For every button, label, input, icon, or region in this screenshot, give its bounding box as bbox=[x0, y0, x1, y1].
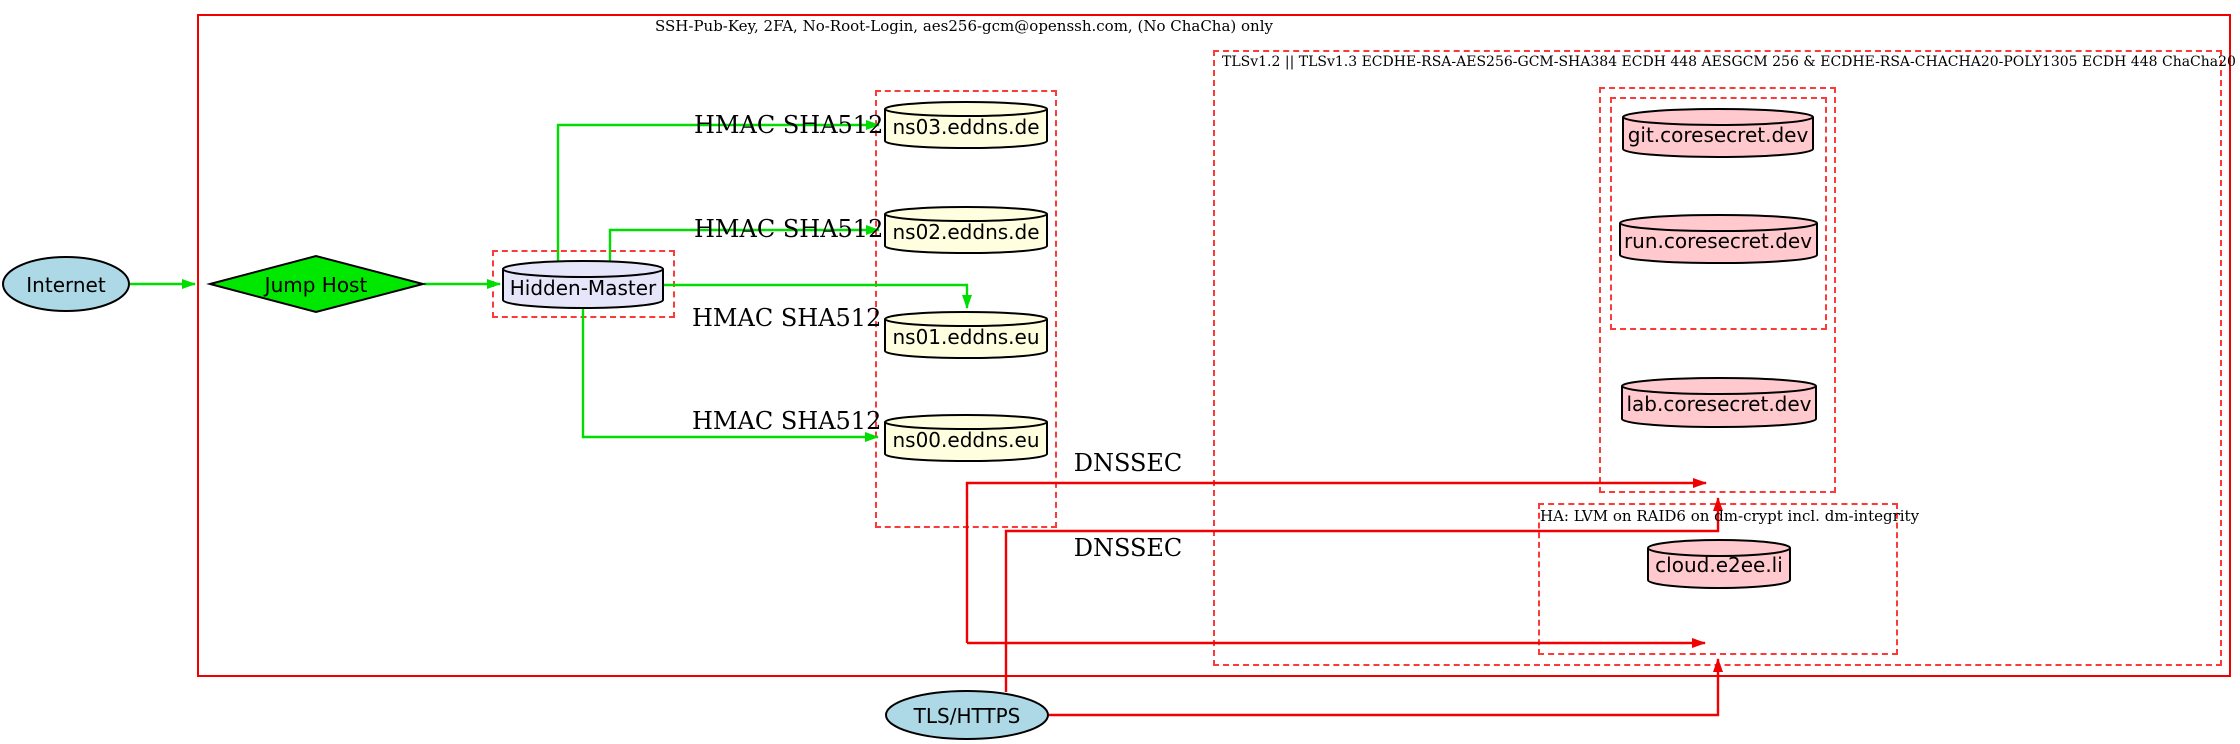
ns03-node-shape bbox=[884, 101, 1048, 149]
ns01-node-label: ns01.eddns.eu bbox=[892, 325, 1040, 349]
edge-label-hmac-ns01: HMAC SHA512 bbox=[692, 304, 882, 332]
ns02-cylinder-lid bbox=[884, 213, 1048, 222]
ns03-cylinder-lid bbox=[884, 108, 1048, 117]
tls-https-node-shape bbox=[885, 690, 1049, 740]
edge-hiddenmaster-to-ns00 bbox=[581, 308, 879, 442]
edge-hiddenmaster-to-ns01 bbox=[663, 283, 972, 309]
edge-label-hmac-ns03: HMAC SHA512 bbox=[694, 111, 884, 139]
edge-dnssec-to-coresecret bbox=[965, 478, 1707, 643]
cloud-node-shape bbox=[1647, 539, 1791, 589]
edge-label-dnssec-2: DNSSEC bbox=[1073, 534, 1183, 562]
hidden-master-node-shape bbox=[502, 260, 664, 309]
git-node-label: git.coresecret.dev bbox=[1627, 123, 1809, 147]
lab-node-label: lab.coresecret.dev bbox=[1626, 392, 1812, 416]
ns00-cylinder-lid bbox=[884, 421, 1048, 430]
tls-https-node-label: TLS/HTTPS bbox=[913, 704, 1021, 728]
edge-tlshttps-to-ha bbox=[1046, 658, 1723, 717]
lab-node-shape bbox=[1621, 377, 1817, 428]
edge-tlshttps-to-coresecret bbox=[1004, 497, 1723, 692]
cluster-ha-label: HA: LVM on RAID6 on dm-crypt incl. dm-in… bbox=[1540, 507, 1920, 525]
cluster-ssh-label: SSH-Pub-Key, 2FA, No-Root-Login, aes256-… bbox=[655, 17, 1273, 35]
run-node-label: run.coresecret.dev bbox=[1623, 229, 1813, 253]
git-cylinder-lid bbox=[1622, 116, 1814, 126]
jump-host-node-label: Jump Host bbox=[264, 273, 368, 297]
ns00-node-shape bbox=[884, 414, 1048, 462]
git-node-shape bbox=[1622, 108, 1814, 158]
ns02-node-label: ns02.eddns.de bbox=[892, 220, 1040, 244]
internet-node-shape bbox=[2, 256, 130, 312]
ns01-node-shape bbox=[884, 311, 1048, 359]
internet-node-label: Internet bbox=[26, 273, 106, 297]
jump-host-node-shape bbox=[206, 254, 427, 314]
lab-cylinder-lid bbox=[1621, 385, 1817, 395]
run-cylinder-lid bbox=[1619, 222, 1818, 232]
edge-hiddenmaster-to-ns02 bbox=[608, 225, 880, 261]
ns02-node-shape bbox=[884, 206, 1048, 254]
cluster-coresecret-inner-box bbox=[1610, 97, 1827, 330]
run-node-shape bbox=[1619, 214, 1818, 264]
ns00-node-label: ns00.eddns.eu bbox=[892, 428, 1040, 452]
edge-label-hmac-ns00: HMAC SHA512 bbox=[692, 407, 882, 435]
cluster-coresecret-outer-box bbox=[1599, 87, 1836, 493]
cloud-node-label: cloud.e2ee.li bbox=[1655, 553, 1783, 577]
edge-label-hmac-ns02: HMAC SHA512 bbox=[694, 215, 884, 243]
cluster-tls-label: TLSv1.2 || TLSv1.3 ECDHE-RSA-AES256-GCM-… bbox=[1222, 54, 2240, 70]
cluster-ssh-box bbox=[197, 14, 2231, 677]
edge-hiddenmaster-to-ns03 bbox=[556, 120, 880, 261]
cloud-cylinder-lid bbox=[1647, 547, 1791, 557]
hidden-master-cylinder-lid bbox=[502, 268, 664, 278]
ns01-cylinder-lid bbox=[884, 318, 1048, 327]
edge-label-dnssec-1: DNSSEC bbox=[1073, 449, 1183, 477]
hidden-master-node-label: Hidden-Master bbox=[509, 276, 657, 300]
ns03-node-label: ns03.eddns.de bbox=[892, 115, 1040, 139]
